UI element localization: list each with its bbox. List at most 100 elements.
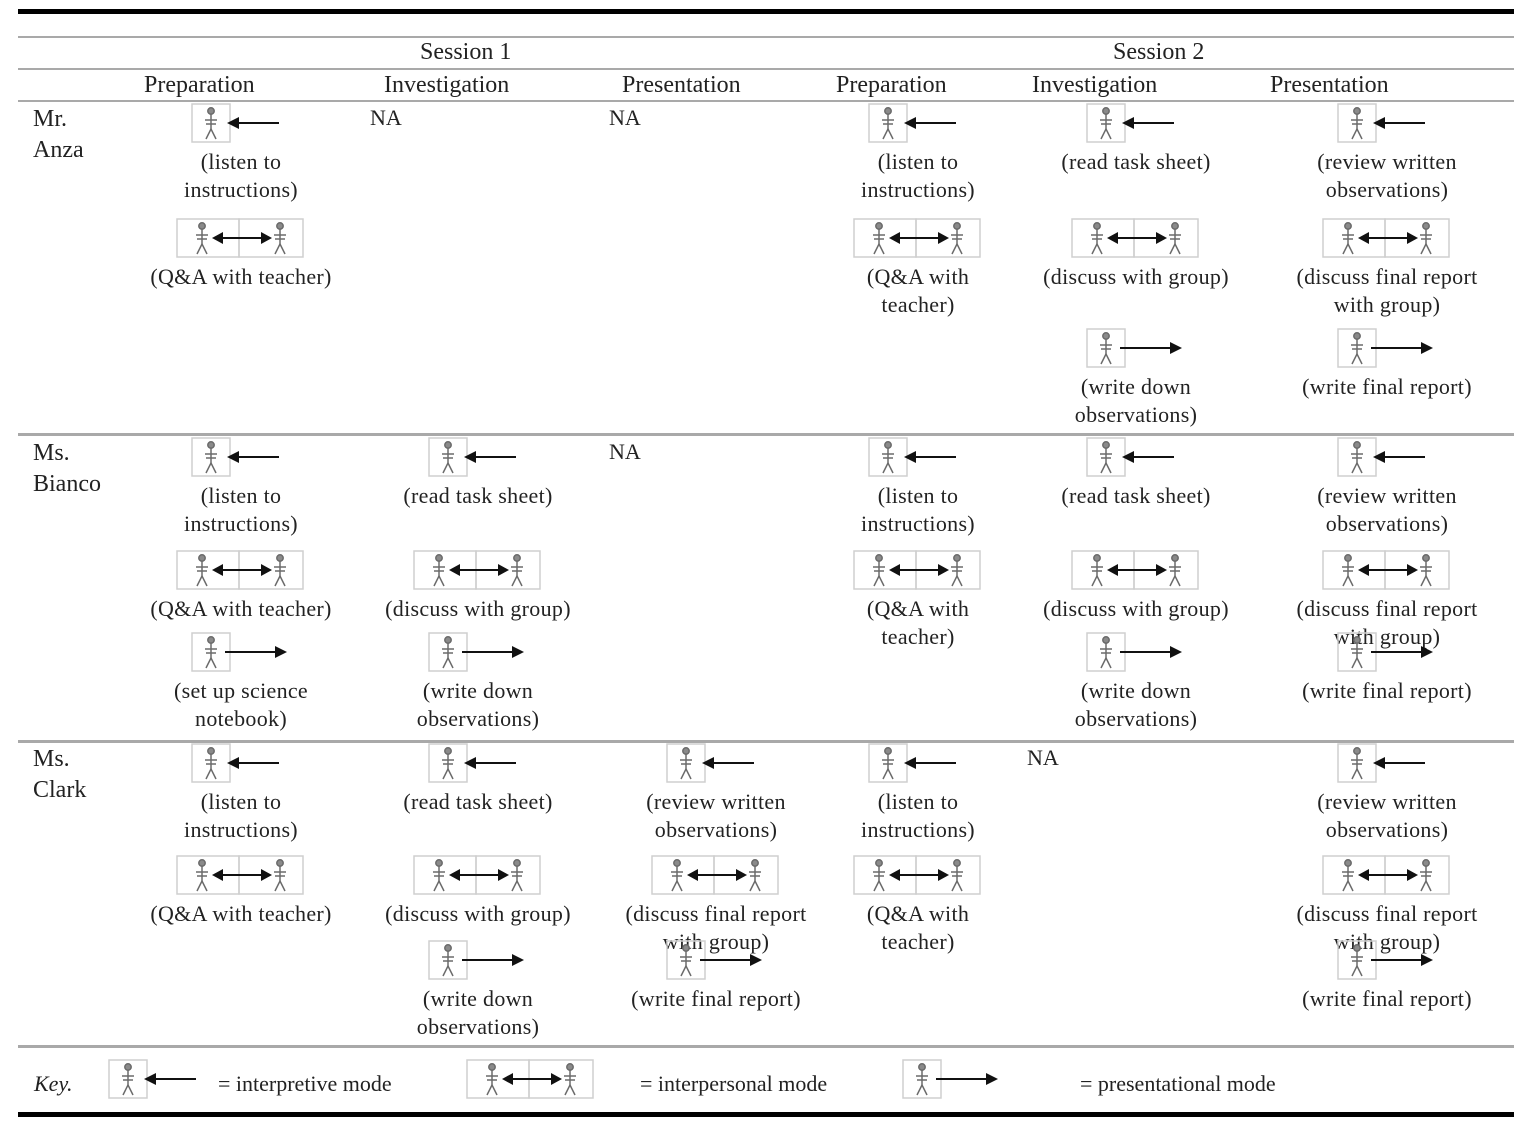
activity-interpretive: (read task sheet) [1016, 437, 1256, 510]
activity-label-line: instructions) [861, 817, 975, 842]
activity-presentational: (write final report) [596, 940, 836, 1013]
activity-label: (listen to instructions) [121, 788, 361, 844]
interpretive-mode-icon [428, 437, 528, 477]
top-rule [18, 9, 1514, 14]
activity-interpersonal: (Q&A with teacher) [121, 855, 361, 928]
interpersonal-mode-icon [1322, 855, 1452, 895]
activity-label-line: (Q&A with teacher) [150, 264, 332, 289]
activity-label-line: observations) [1325, 511, 1449, 536]
activity-label: (write down observations) [358, 985, 598, 1041]
activity-label-line: (discuss with group) [1043, 596, 1229, 621]
teacher-name: Ms. Clark [33, 744, 133, 806]
activity-label-line: observations) [1074, 402, 1198, 427]
teacher-name: Ms. Bianco [33, 438, 133, 500]
activity-label-line: (discuss final report [625, 901, 807, 926]
activity-label-line: (discuss final report [1296, 264, 1478, 289]
row-divider-3 [18, 1045, 1514, 1048]
phase-header-s2-investigation: Investigation [1032, 72, 1158, 98]
activity-label: (read task sheet) [358, 788, 598, 816]
activity-interpretive: (read task sheet) [358, 437, 598, 510]
key-label: Key. [34, 1071, 73, 1096]
phase-header-s2-preparation: Preparation [836, 72, 947, 98]
activity-label-line: (listen to [200, 149, 282, 174]
interpretive-mode-icon [1337, 437, 1437, 477]
interpretive-mode-icon [1337, 743, 1437, 783]
interpretive-mode-icon [428, 743, 528, 783]
row-divider-2 [18, 740, 1514, 743]
activity-label-line: instructions) [184, 817, 298, 842]
activity-label: (discuss with group) [1016, 595, 1256, 623]
activity-label-line: (set up science [174, 678, 308, 703]
activity-interpersonal: (discuss with group) [1016, 550, 1256, 623]
interpersonal-mode-icon [413, 855, 543, 895]
activity-label: (write final report) [1267, 373, 1507, 401]
activity-label-line: (discuss with group) [385, 901, 571, 926]
activity-label-line: (write down [422, 986, 534, 1011]
teacher-name-line: Ms. [33, 440, 70, 466]
activity-label: (Q&A with teacher) [121, 595, 361, 623]
activity-label-line: (review written [1317, 789, 1457, 814]
interpretive-mode-icon [868, 743, 968, 783]
teacher-name-line: Clark [33, 777, 87, 803]
activity-label-line: (write down [422, 678, 534, 703]
activity-presentational: (write final report) [1267, 940, 1507, 1013]
activity-label-line: observations) [1074, 706, 1198, 731]
na-label: NA [370, 105, 402, 130]
teacher-name-line: Mr. [33, 106, 68, 132]
activity-label: (write final report) [1267, 677, 1507, 705]
phase-header-s1-investigation: Investigation [384, 72, 510, 98]
activity-label-line: (read task sheet) [403, 483, 553, 508]
interpersonal-mode-icon [853, 550, 983, 590]
activity-interpretive: (read task sheet) [358, 743, 598, 816]
presentational-mode-icon [666, 940, 766, 980]
interpersonal-mode-icon [176, 855, 306, 895]
interpersonal-mode-icon [1071, 550, 1201, 590]
activity-label-line: (Q&A with [866, 901, 970, 926]
phase-header-s2-presentation: Presentation [1270, 72, 1389, 98]
presentational-mode-icon [1337, 940, 1437, 980]
activity-label: (write final report) [1267, 985, 1507, 1013]
teacher-name-line: Ms. [33, 746, 70, 772]
activity-label-line: (discuss with group) [385, 596, 571, 621]
key-interpretive-text: = interpretive mode [218, 1071, 392, 1096]
activity-label: (Q&A with teacher) [121, 263, 361, 291]
session-rule [18, 68, 1514, 70]
activity-label-line: instructions) [861, 511, 975, 536]
activity-label-line: (listen to [877, 789, 959, 814]
key-legend: Key. = interpretive mode = interpersonal… [18, 1055, 1514, 1111]
interpretive-mode-icon [1086, 437, 1186, 477]
activity-label-line: (listen to [200, 789, 282, 814]
teacher-name: Mr.Anza [33, 104, 133, 166]
teacher-name-line: Bianco [33, 471, 101, 497]
activity-presentational: (write final report) [1267, 328, 1507, 401]
interpersonal-mode-icon [1322, 550, 1452, 590]
interpersonal-mode-icon [1071, 218, 1201, 258]
activity-label-line: (Q&A with teacher) [150, 901, 332, 926]
phase-header-s1-preparation: Preparation [144, 72, 255, 98]
activity-label-line: observations) [416, 1014, 540, 1039]
key-presentational-text: = presentational mode [1080, 1071, 1276, 1096]
interpersonal-mode-icon [853, 855, 983, 895]
activity-label-line: (review written [646, 789, 786, 814]
activity-interpretive: (listen to instructions) [121, 743, 361, 844]
interpersonal-mode-icon [466, 1059, 596, 1099]
activity-interpersonal: (Q&A with teacher) [121, 218, 361, 291]
interpersonal-mode-icon [413, 550, 543, 590]
activity-label: (discuss with group) [1016, 263, 1256, 291]
